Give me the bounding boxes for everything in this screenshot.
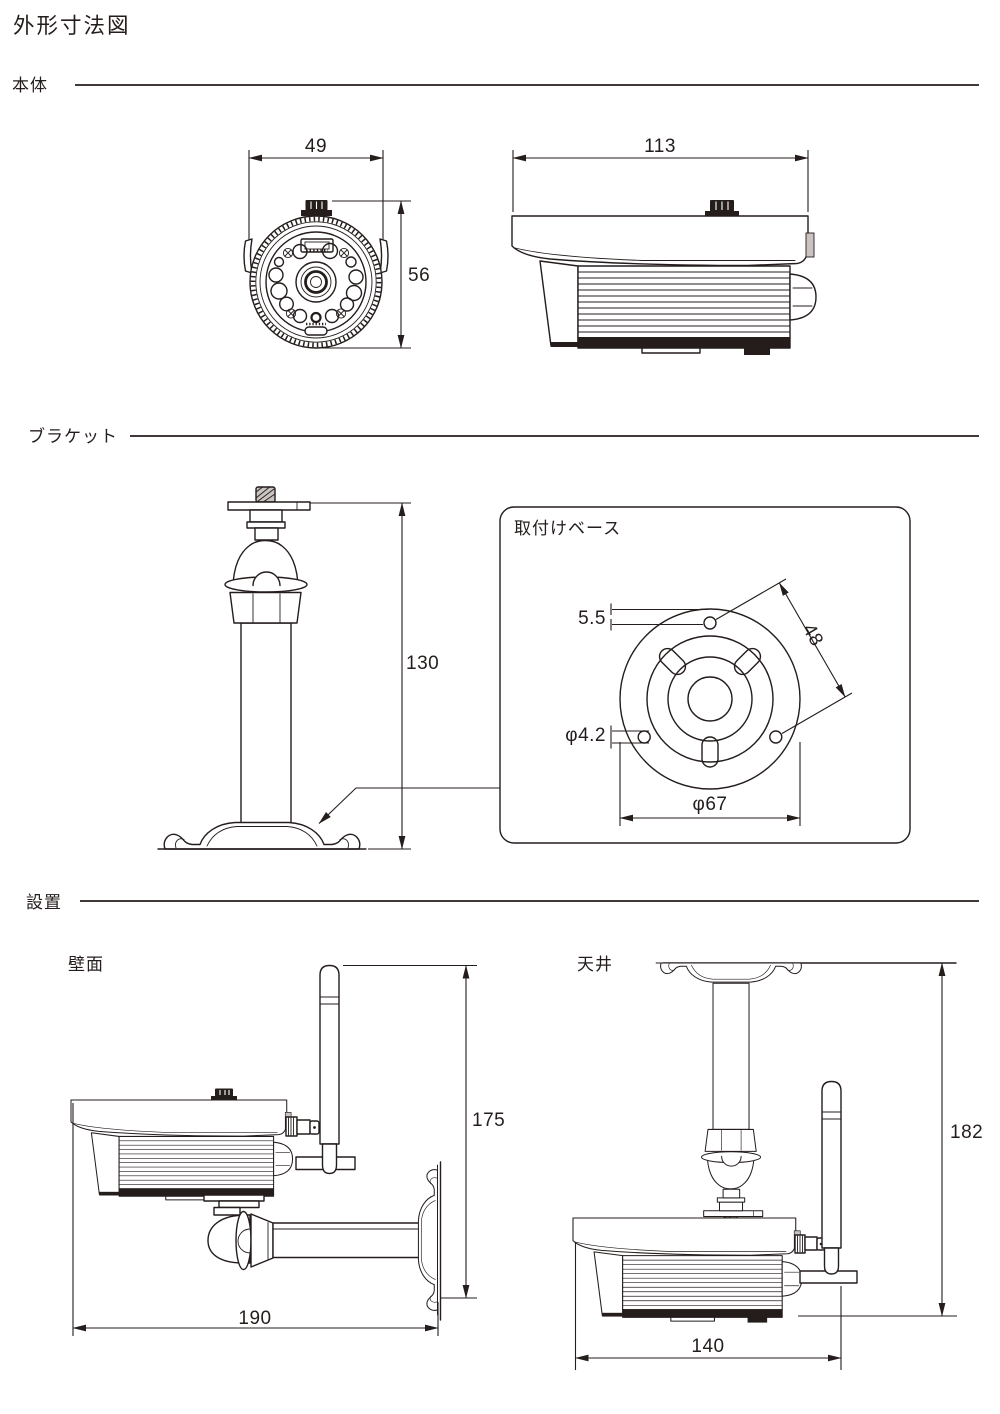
dim-hole-pitch: 48 [798,620,827,650]
antenna-joint [794,1234,826,1254]
mount-base-detail: 取付けベース 5.5 φ4.2 48 φ67 [499,506,911,844]
front-connector [300,238,334,253]
knurled-ring [250,216,382,348]
section-body-header: 本体 [12,76,979,95]
light-sensor [310,311,322,324]
section-install-header: 設置 [26,893,979,912]
front-view: 49 56 [243,136,430,349]
mount-base-title: 取付けベース [514,519,621,538]
dim-ceiling-height: 182 [950,1122,983,1143]
section-body-label: 本体 [12,76,48,95]
bottom-slot [304,326,328,336]
antenna-joint [285,1116,320,1137]
bracket-figure: 130 [157,486,500,850]
dim-base-diameter: φ67 [693,794,728,815]
dim-ceiling-width: 140 [691,1336,724,1357]
wall-label: 壁面 [68,955,104,974]
section-bracket-header: ブラケット [28,426,979,446]
dim-wall-width: 190 [238,1308,271,1329]
dim-edge-offset: 5.5 [578,608,606,629]
thumb-screw-knob [301,200,332,216]
dim-side-length: 113 [644,136,676,157]
page-title: 外形寸法図 [13,14,131,38]
dim-bracket-height: 130 [406,653,439,674]
ceiling-install-figure: 天井 182 140 [572,955,983,1370]
base-slots [658,647,762,768]
wall-install-figure: 壁面 [68,955,505,1336]
antenna [319,964,340,1175]
dim-front-height: 56 [408,265,430,286]
dim-front-width: 49 [305,136,327,157]
lens [295,261,337,303]
thumb-screw-knob [211,1088,237,1101]
base-leader-line [318,787,500,824]
dim-wall-height: 175 [472,1110,505,1131]
ceiling-label: 天井 [577,955,613,974]
section-install-label: 設置 [26,893,62,912]
screw-icons [282,247,350,319]
side-view: 113 [511,136,817,356]
dim-hole-diameter: φ4.2 [565,725,606,746]
thumb-screw-knob [705,200,739,217]
antenna [821,1080,842,1275]
bracket-arm [272,1222,425,1259]
ir-led-ring [268,242,364,324]
wall-ball-joint [203,1194,274,1271]
section-bracket-label: ブラケット [28,426,118,446]
